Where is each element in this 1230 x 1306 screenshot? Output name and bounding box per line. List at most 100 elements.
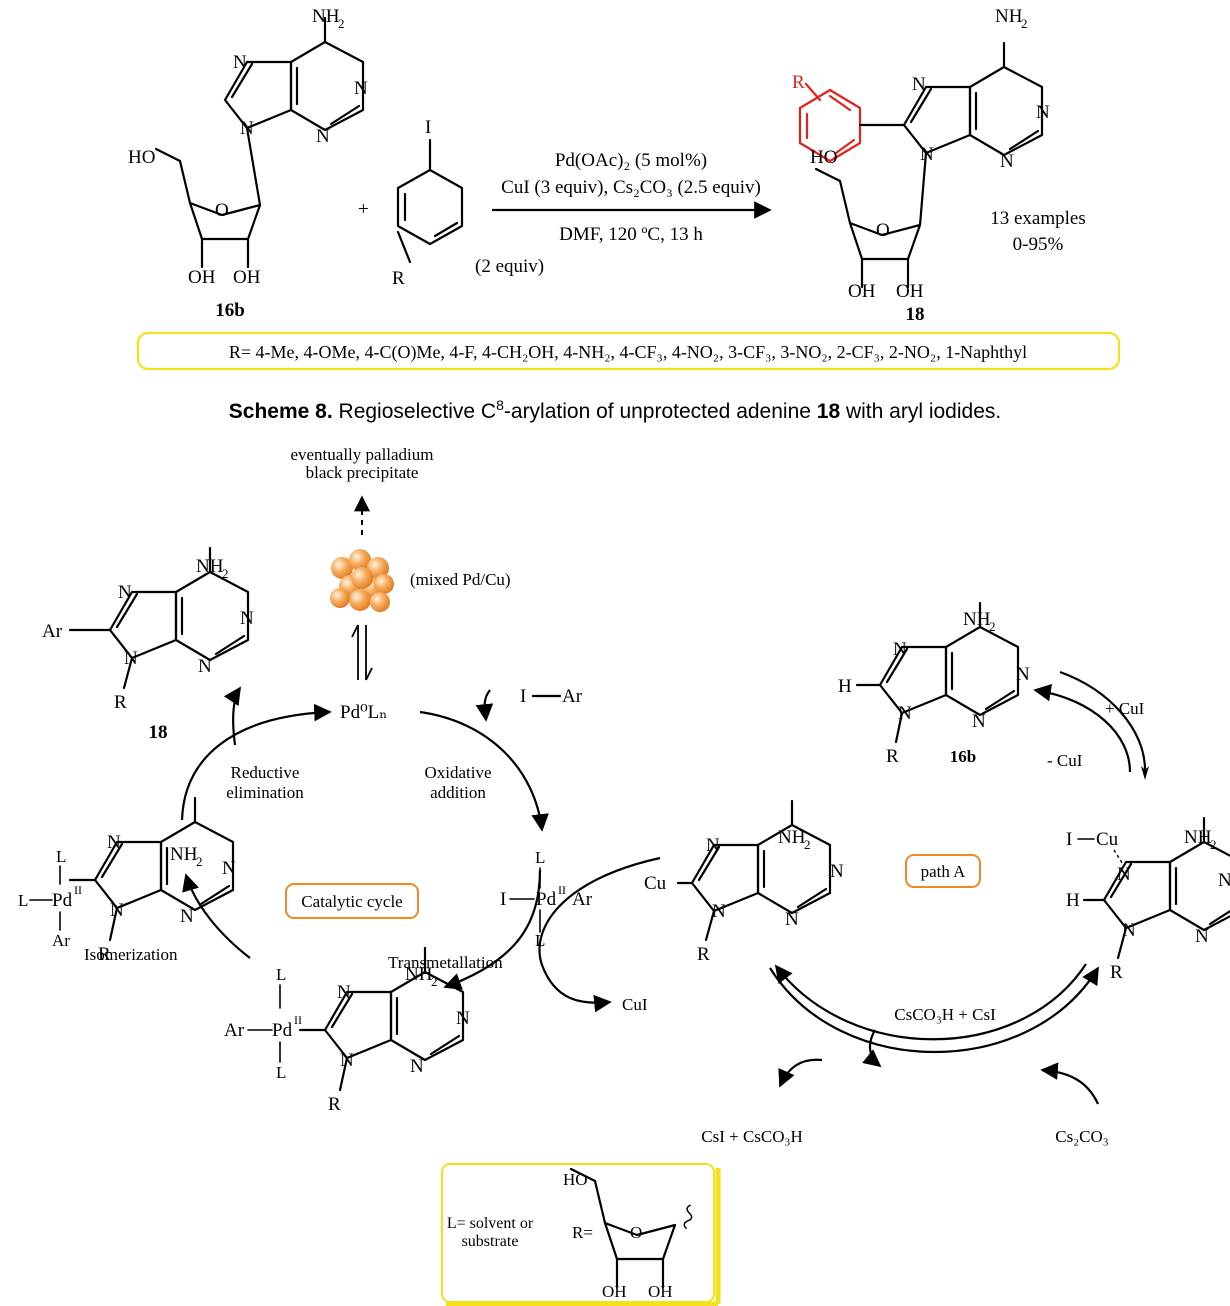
cui-coordination-arrows: + CuI - CuI — [1033, 670, 1149, 780]
oxidative-addition-label: Oxidative — [424, 763, 491, 782]
svg-text:16b: 16b — [950, 747, 976, 766]
svg-text:N: N — [912, 74, 926, 95]
svg-text:- CuI: - CuI — [1047, 751, 1083, 770]
svg-text:R: R — [886, 746, 899, 767]
svg-text:I: I — [425, 117, 431, 138]
svg-text:R: R — [697, 944, 710, 965]
isomerization-label: Isomerization — [84, 945, 178, 964]
svg-text:I: I — [500, 889, 506, 910]
cui-byproduct: CuI — [622, 995, 648, 1014]
svg-text:N: N — [124, 648, 138, 669]
path-a-badge: path A — [905, 854, 981, 888]
svg-text:H: H — [838, 676, 852, 697]
svg-text:HO: HO — [128, 147, 155, 168]
svg-text:black precipitate: black precipitate — [306, 463, 419, 482]
svg-text:Pd: Pd — [536, 889, 557, 910]
svg-text:L: L — [276, 1063, 286, 1082]
base-reagent-top: CsCO₃H + CsI — [894, 1005, 996, 1024]
svg-text:addition: addition — [430, 783, 486, 802]
svg-text:O: O — [630, 1223, 642, 1242]
svg-text:Cu: Cu — [644, 873, 667, 894]
svg-text:II: II — [558, 883, 566, 897]
svg-text:2: 2 — [338, 16, 345, 31]
svg-text:N: N — [830, 861, 844, 882]
svg-text:N: N — [1117, 864, 1131, 885]
svg-text:N: N — [456, 1008, 470, 1029]
adenosine-substrate-cycle: H NH2 N N N N R 16b — [838, 601, 1030, 767]
svg-text:Ar: Ar — [572, 889, 593, 910]
svg-text:OH: OH — [648, 1282, 673, 1301]
nanoparticle-cluster-icon — [330, 549, 394, 612]
reductive-elimination-label: Reductive — [231, 763, 300, 782]
transmetallation-label: Transmetallation — [388, 953, 503, 972]
svg-text:N: N — [972, 711, 986, 732]
scheme-caption: Scheme 8. Regioselective C8-arylation of… — [229, 397, 1001, 423]
svg-text:elimination: elimination — [226, 783, 304, 802]
pd0-catalyst: Pd⁰Lₙ — [340, 702, 388, 723]
svg-text:N: N — [920, 144, 934, 165]
palladium-black-note: eventually palladium black precipitate — [290, 445, 434, 535]
product-structure: R NH2 N N N N HO O OH OH 13 examples 0-9… — [792, 6, 1086, 325]
svg-text:N: N — [410, 1056, 424, 1077]
svg-text:N: N — [785, 909, 799, 930]
substituent-list-box: R= 4-Me, 4-OMe, 4-C(O)Me, 4-F, 4-CH₂OH, … — [136, 331, 1121, 371]
product-label: 18 — [906, 304, 925, 325]
svg-text:N: N — [240, 118, 254, 139]
svg-text:OH: OH — [602, 1282, 627, 1301]
svg-text:H: H — [1066, 890, 1080, 911]
svg-text:Pd: Pd — [272, 1020, 293, 1041]
svg-text:II: II — [74, 883, 82, 897]
svg-text:N: N — [706, 835, 720, 856]
svg-text:18: 18 — [149, 722, 168, 743]
svg-text:HO: HO — [810, 147, 837, 168]
svg-text:N: N — [222, 858, 236, 879]
svg-text:NH: NH — [196, 556, 224, 577]
svg-text:Cu: Cu — [1096, 829, 1119, 850]
svg-text:N: N — [337, 982, 351, 1003]
svg-text:NH: NH — [995, 6, 1023, 27]
equiv-label: (2 equiv) — [475, 256, 544, 277]
svg-text:N: N — [180, 906, 194, 927]
svg-text:L: L — [535, 931, 545, 950]
svg-text:2: 2 — [804, 837, 811, 852]
svg-text:N: N — [1016, 664, 1030, 685]
svg-text:+ CuI: + CuI — [1105, 699, 1145, 718]
svg-text:NH: NH — [170, 844, 198, 865]
svg-text:N: N — [1000, 151, 1014, 172]
svg-text:OH: OH — [896, 281, 924, 302]
svg-text:N: N — [233, 52, 247, 73]
svg-text:Ar: Ar — [42, 621, 63, 642]
svg-text:N: N — [898, 703, 912, 724]
svg-text:2: 2 — [431, 974, 438, 989]
svg-text:N: N — [1218, 870, 1230, 891]
svg-text:OH: OH — [848, 281, 876, 302]
aryl-iodide-structure: I R (2 equiv) — [392, 117, 544, 289]
yield-range: 0-95% — [1013, 234, 1064, 255]
svg-text:R: R — [1110, 962, 1123, 983]
svg-text:I: I — [520, 686, 526, 707]
svg-text:N: N — [354, 78, 368, 99]
reagent-line-1: Pd(OAc)₂ (5 mol%) — [555, 150, 707, 171]
svg-text:Catalytic cycle: Catalytic cycle — [301, 892, 402, 911]
svg-text:N: N — [118, 582, 132, 603]
svg-text:R: R — [98, 944, 111, 965]
catalytic-cycle-badge: Catalytic cycle — [285, 883, 419, 919]
examples-count: 13 examples — [990, 208, 1086, 229]
svg-text:R=: R= — [572, 1223, 593, 1242]
reaction-conditions: DMF, 120 ºC, 13 h — [559, 224, 703, 245]
base-byproduct: CsI + CsCO₃H — [701, 1127, 802, 1146]
svg-text:N: N — [893, 639, 907, 660]
svg-text:NH: NH — [963, 609, 991, 630]
svg-text:N: N — [110, 900, 124, 921]
svg-text:2: 2 — [989, 619, 996, 634]
ligand-definition-box: L= solvent or substrate R= HO O OH OH — [441, 1163, 721, 1306]
svg-text:R: R — [328, 1094, 341, 1115]
cs2co3-reagent: Cs₂CO₃ — [1055, 1127, 1108, 1146]
svg-text:NH: NH — [1184, 827, 1212, 848]
svg-text:N: N — [712, 901, 726, 922]
equilibrium-arrows — [351, 624, 373, 681]
svg-text:L= solvent or: L= solvent or — [447, 1215, 534, 1232]
